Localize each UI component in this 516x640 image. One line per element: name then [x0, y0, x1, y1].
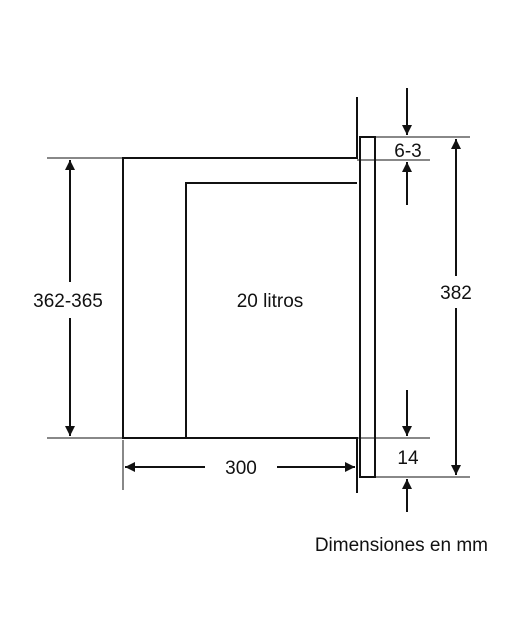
- cabinet-niche-outline: [122, 97, 358, 493]
- dimension-label-cavity-height: 362-365: [33, 291, 103, 312]
- dimension-label-gap-bottom: 14: [397, 448, 419, 469]
- dimension-label-depth: 300: [225, 458, 257, 479]
- dimension-label-front-height: 382: [440, 283, 472, 304]
- appliance-front-panel: [359, 136, 376, 478]
- dimensions-caption: Dimensiones en mm: [315, 535, 488, 556]
- appliance-body-outline: [185, 182, 357, 438]
- capacity-label: 20 litros: [237, 291, 304, 312]
- dimension-label-gap-top: 6-3: [394, 141, 421, 162]
